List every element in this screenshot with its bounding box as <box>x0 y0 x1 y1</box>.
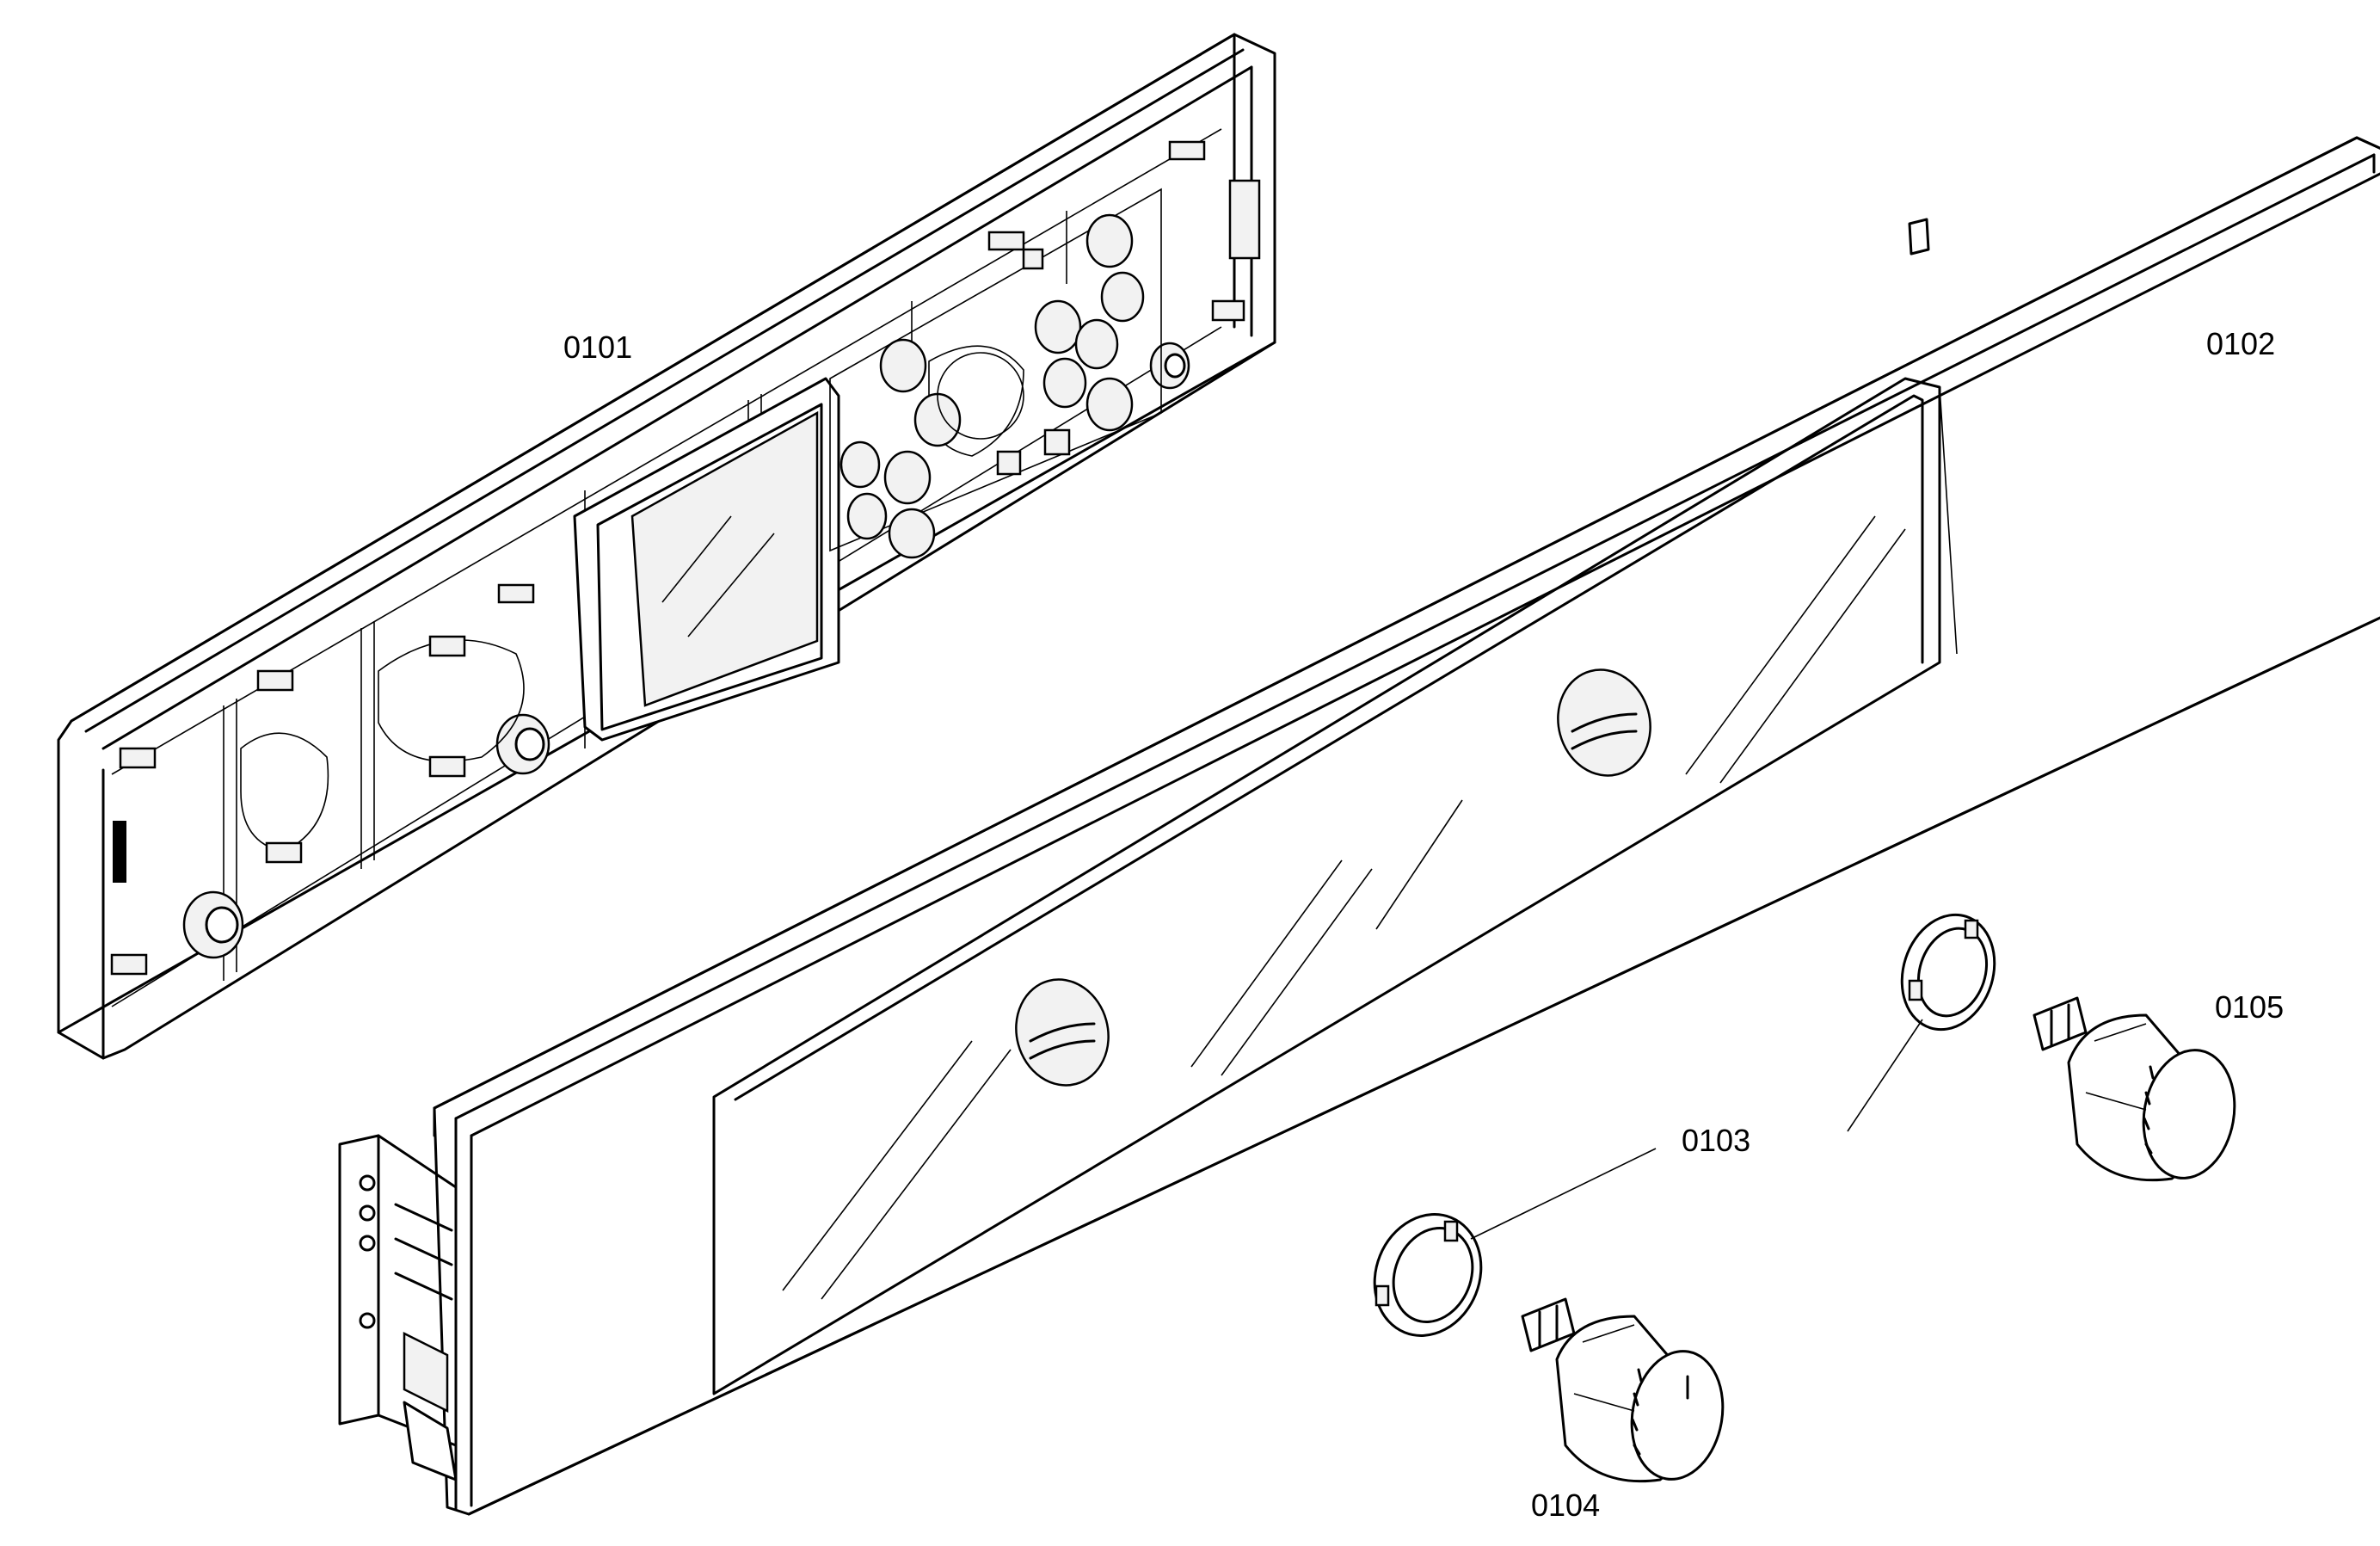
part-0103-knob-ring-upper <box>1900 913 1996 1032</box>
part-0102-front-panel <box>338 136 2380 1516</box>
part-0104-knob <box>1521 1297 1725 1483</box>
part-0105-knob <box>2033 996 2236 1182</box>
label-part-0101: 0101 <box>563 330 632 365</box>
label-part-0102: 0102 <box>2206 326 2275 361</box>
label-part-0103: 0103 <box>1682 1123 1750 1158</box>
part-0101-control-housing <box>57 33 1276 1060</box>
label-part-0105: 0105 <box>2215 989 2284 1025</box>
label-part-0104: 0104 <box>1531 1487 1600 1523</box>
part-0103-knob-ring-lower <box>1373 1213 1483 1337</box>
leader-lines-0103 <box>1470 1019 1923 1240</box>
